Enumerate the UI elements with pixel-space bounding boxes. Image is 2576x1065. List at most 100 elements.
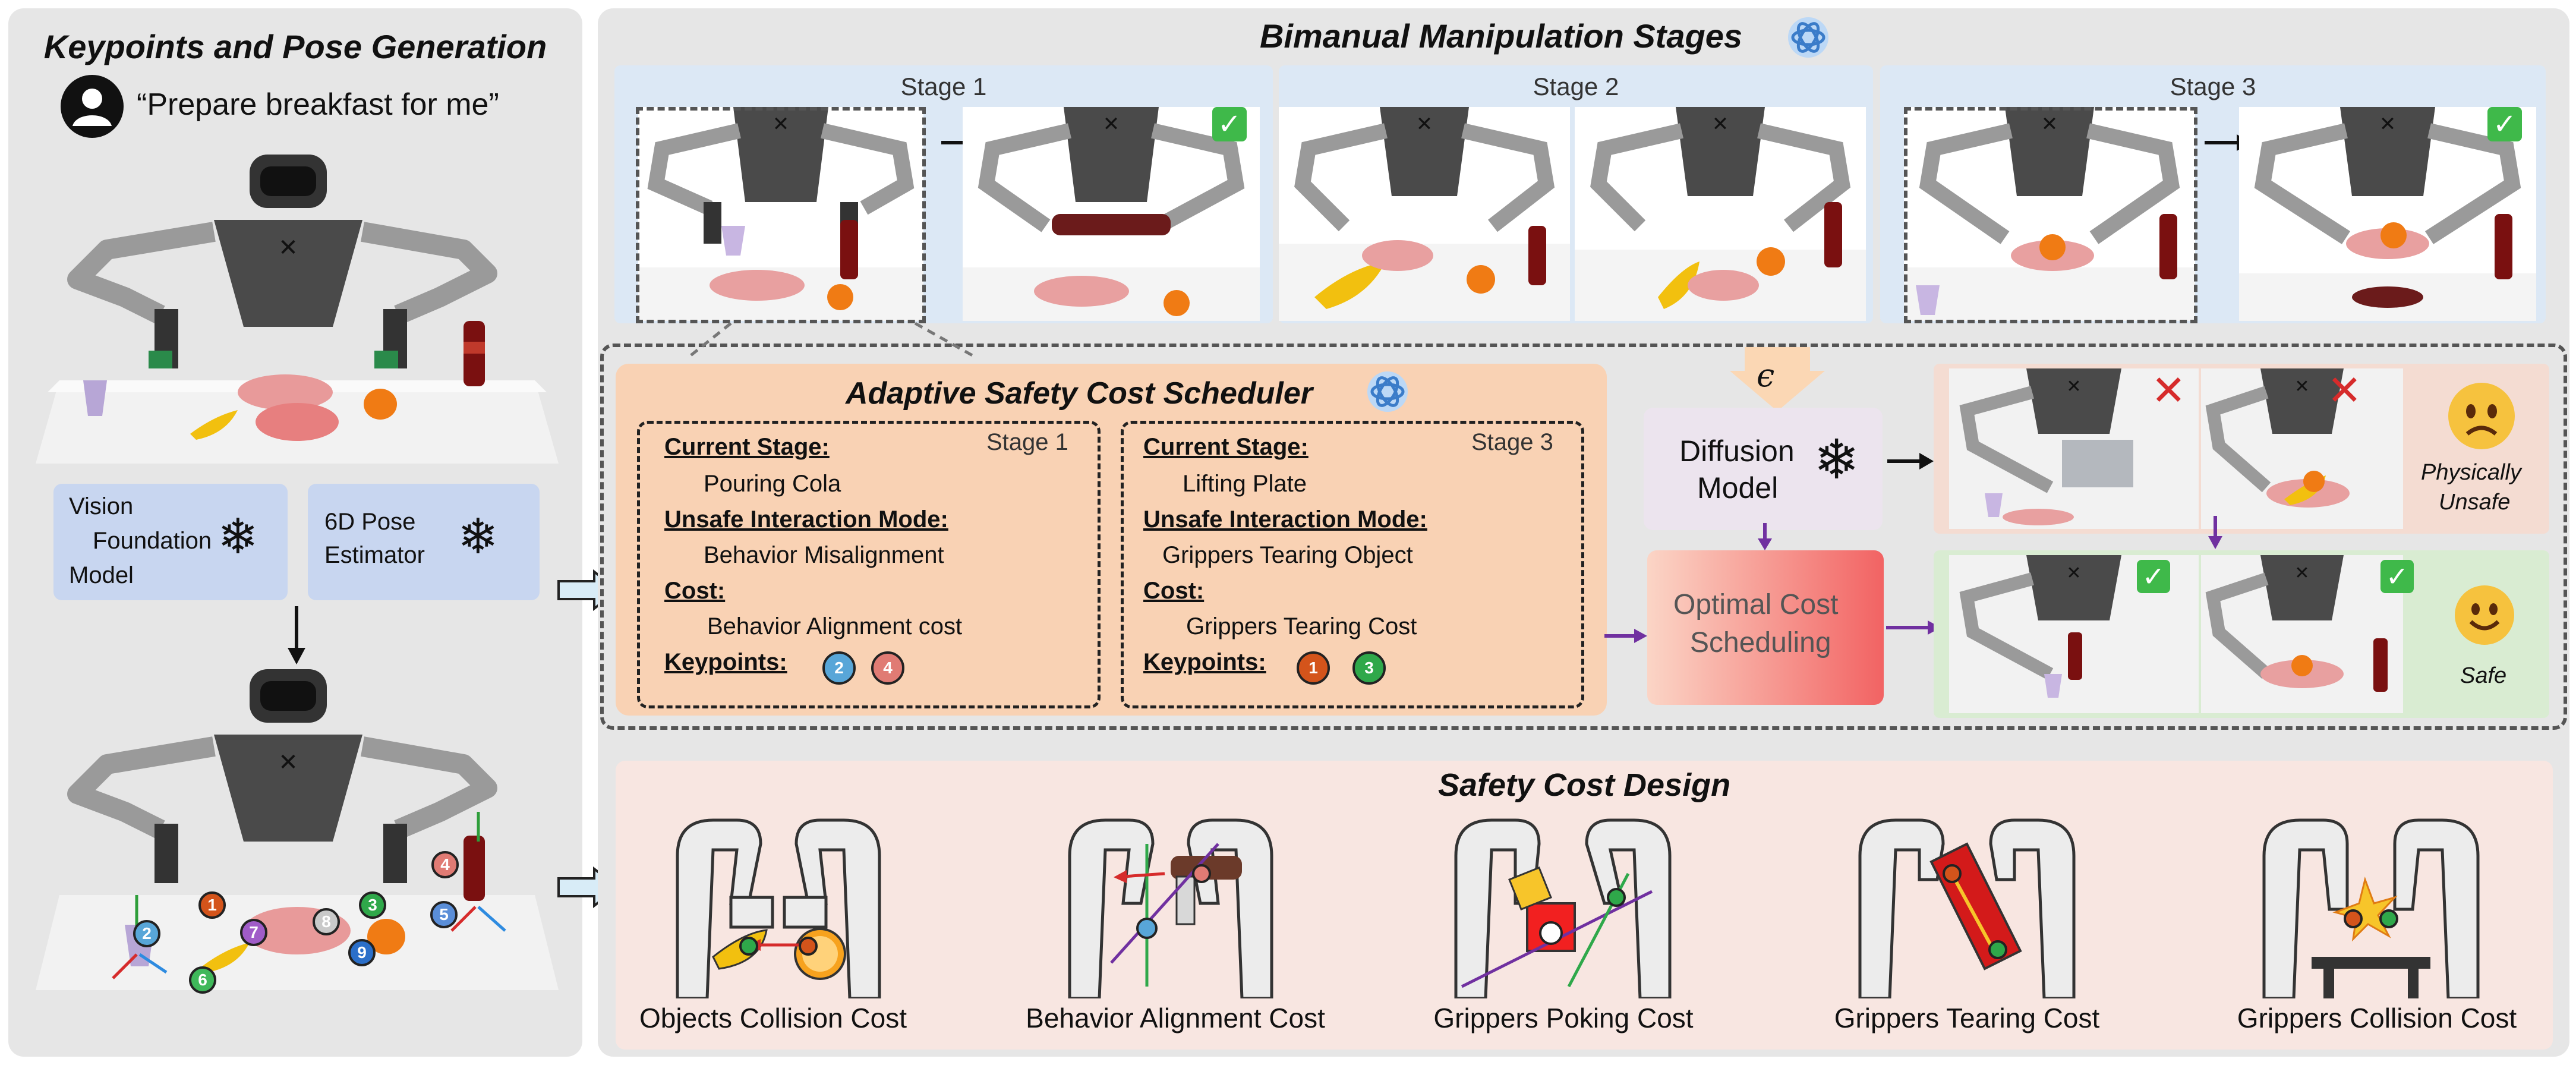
keypoint-3: 3 — [359, 891, 386, 919]
happy-face-icon — [2455, 585, 2514, 645]
svg-text:✕: ✕ — [2066, 376, 2081, 397]
snowflake-icon: ❄ — [217, 509, 258, 565]
keypoint-9: 9 — [348, 939, 376, 966]
cost-label-grippers-poking: Grippers Poking Cost — [1433, 1003, 1694, 1034]
right-arrow-icon — [1887, 453, 1934, 470]
keypoint-2: 2 — [133, 920, 160, 947]
grippers-tearing-diagram — [1858, 818, 2076, 998]
cost-label-grippers-tearing: Grippers Tearing Cost — [1834, 1003, 2100, 1034]
stage-1-photo-a: ✕ — [638, 107, 923, 321]
check-icon: ✓ — [2137, 560, 2170, 593]
card1-mode-label: Unsafe Interaction Mode: — [664, 506, 948, 532]
snowflake-icon: ❄ — [1814, 428, 1860, 491]
card3-cost: Grippers Tearing Cost — [1186, 613, 1417, 639]
keypoints-pose-title: Keypoints and Pose Generation — [43, 28, 547, 65]
user-prompt: “Prepare breakfast for me” — [137, 87, 499, 122]
keypoint-6: 6 — [189, 966, 216, 994]
stage-1-photo-b: ✕ — [963, 107, 1260, 321]
scheduler-card-stage3 — [1121, 421, 1584, 708]
cost-label-grippers-collision: Grippers Collision Cost — [2237, 1003, 2517, 1034]
card3-keypoints-label: Keypoints: — [1143, 649, 1266, 675]
card3-keypoint-b: 3 — [1352, 651, 1386, 685]
stage-3-highlight-box — [1904, 107, 2197, 323]
user-icon — [61, 75, 124, 138]
cross-icon: ✕ — [2151, 366, 2186, 415]
keypoint-5: 5 — [430, 901, 458, 928]
scheduler-title: Adaptive Safety Cost Scheduler — [846, 376, 1313, 411]
vfm-label-1: Vision — [69, 493, 134, 519]
snowflake-icon: ❄ — [458, 509, 499, 565]
noise-arrow-icon — [1730, 347, 1825, 411]
stage-1-label: Stage 1 — [900, 73, 987, 100]
svg-text:✕: ✕ — [2066, 563, 2081, 584]
card3-current-stage: Lifting Plate — [1183, 471, 1307, 497]
unsafe-photo-b: ✕ — [2201, 368, 2403, 529]
behavior-alignment-diagram — [1068, 818, 1273, 998]
vfm-label-3: Model — [69, 562, 134, 588]
card3-mode: Grippers Tearing Object — [1162, 542, 1413, 568]
optimal-label-2: Scheduling — [1690, 627, 1831, 658]
card1-current-stage: Pouring Cola — [704, 471, 841, 497]
svg-text:✕: ✕ — [2294, 376, 2309, 397]
epsilon-label: ϵ — [1757, 357, 1775, 394]
pose-label-1: 6D Pose — [324, 509, 416, 535]
card1-mode: Behavior Misalignment — [704, 542, 944, 568]
check-icon: ✓ — [2380, 560, 2414, 593]
card3-keypoint-a: 1 — [1297, 651, 1330, 685]
keypoint-4: 4 — [431, 851, 459, 878]
svg-text:✕: ✕ — [1103, 112, 1120, 136]
keypoint-7: 7 — [240, 919, 267, 946]
svg-text:✕: ✕ — [2379, 112, 2397, 136]
diffusion-label-2: Model — [1697, 471, 1779, 505]
flow-arrows — [1604, 523, 1941, 643]
grippers-poking-diagram — [1454, 818, 1672, 998]
openai-logo-icon — [1788, 17, 1828, 58]
card1-keypoint-a: 2 — [822, 651, 856, 685]
card1-keypoint-b: 4 — [871, 651, 904, 685]
svg-text:✕: ✕ — [2041, 112, 2058, 136]
stage-2-label: Stage 2 — [1533, 73, 1619, 100]
cost-label-objects-collision: Objects Collision Cost — [639, 1003, 907, 1034]
optimal-label-1: Optimal Cost — [1673, 589, 1839, 620]
safe-photo-b: ✕ — [2201, 555, 2403, 713]
safe-label: Safe — [2460, 663, 2507, 688]
diffusion-model-box — [1644, 408, 1883, 530]
card3-mode-label: Unsafe Interaction Mode: — [1143, 506, 1427, 532]
stage-2-photo-b: ✕ — [1575, 107, 1866, 321]
vision-foundation-model-box — [53, 484, 288, 600]
zoom-lines — [688, 322, 976, 358]
stage-3-photo-b: ✕ — [2239, 107, 2536, 321]
scheduler-dashed-frame — [600, 344, 2567, 730]
stage-1-highlight-box — [636, 107, 926, 323]
card1-stage-tag: Stage 1 — [986, 429, 1068, 455]
card3-stage-tag: Stage 3 — [1471, 429, 1553, 455]
stage-3-label: Stage 3 — [2170, 73, 2256, 100]
check-icon: ✓ — [2487, 107, 2522, 141]
robot-scene-keypoints: ✕ — [36, 669, 559, 990]
card1-keypoints-label: Keypoints: — [664, 649, 787, 675]
grippers-collision-diagram — [2262, 818, 2480, 998]
svg-text:✕: ✕ — [1712, 112, 1729, 136]
openai-logo-icon — [1367, 371, 1408, 412]
cost-label-behavior-alignment: Behavior Alignment Cost — [1026, 1003, 1325, 1034]
svg-text:✕: ✕ — [2294, 563, 2309, 584]
pose-label-2: Estimator — [324, 542, 425, 568]
scheduler-card-stage1 — [637, 421, 1101, 708]
optimal-cost-box — [1647, 550, 1884, 705]
unsafe-photo-a: ✕ — [1949, 368, 2199, 529]
robot-scene-top: ✕ — [36, 155, 559, 464]
safety-cost-design-panel — [616, 761, 2553, 1050]
vfm-label-2: Foundation — [93, 528, 212, 554]
safe-photo-a: ✕ — [1949, 555, 2199, 713]
sad-face-icon — [2448, 383, 2515, 449]
svg-text:✕: ✕ — [278, 234, 298, 261]
card1-cost: Behavior Alignment cost — [707, 613, 963, 639]
svg-text:✕: ✕ — [278, 749, 298, 776]
down-purple-arrow-icon — [2208, 516, 2222, 549]
stages-title: Bimanual Manipulation Stages — [1259, 17, 1743, 55]
keypoint-8: 8 — [313, 908, 340, 935]
svg-text:✕: ✕ — [1416, 112, 1433, 136]
stage-2-photo-a: ✕ — [1279, 107, 1570, 321]
unsafe-label-1: Physically — [2421, 460, 2521, 485]
diffusion-label-1: Diffusion — [1679, 434, 1795, 468]
